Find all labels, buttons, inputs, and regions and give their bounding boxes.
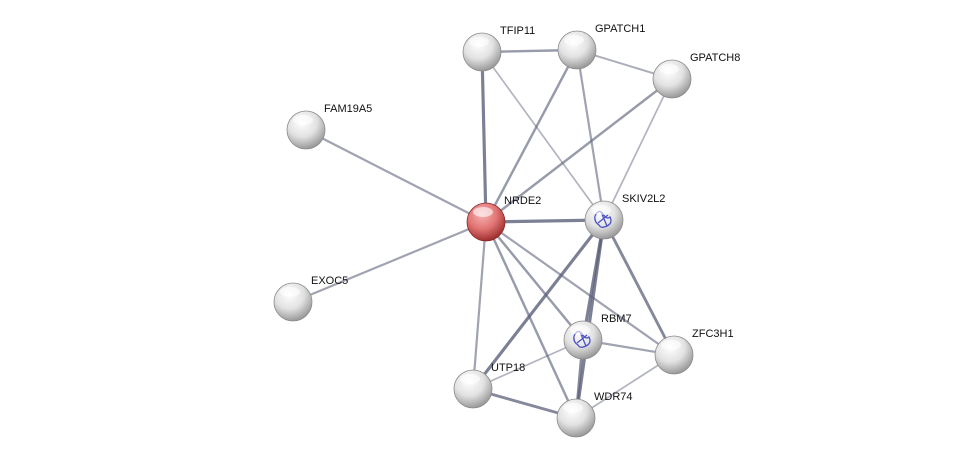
node-highlight <box>293 115 313 125</box>
edge-nrde2-skiv2l2[interactable] <box>485 218 605 224</box>
edge-tfip11-skiv2l2[interactable] <box>481 51 605 221</box>
node-label: NRDE2 <box>504 195 541 207</box>
node-rbm7[interactable]: RBM7 <box>563 313 632 360</box>
edge-gpatch1-nrde2[interactable] <box>484 49 579 223</box>
edge-nrde2-rbm7[interactable] <box>485 221 584 341</box>
node-label: GPATCH8 <box>690 52 740 64</box>
node-fam19a5[interactable]: FAM19A5 <box>286 103 372 150</box>
node-highlight <box>591 205 611 215</box>
edge-gpatch8-nrde2[interactable] <box>485 78 673 223</box>
node-highlight <box>473 207 493 217</box>
node-label: FAM19A5 <box>324 103 372 115</box>
edge-nrde2-wdr74[interactable] <box>484 221 578 419</box>
node-label: EXOC5 <box>311 275 348 287</box>
node-highlight <box>460 374 480 384</box>
edge-rbm7-utp18[interactable] <box>472 339 584 390</box>
edge-skiv2l2-rbm7[interactable] <box>581 219 606 341</box>
node-wdr74[interactable]: WDR74 <box>556 391 633 438</box>
node-exoc5[interactable]: EXOC5 <box>273 275 348 322</box>
node-highlight <box>659 64 679 74</box>
node-gpatch8[interactable]: GPATCH8 <box>652 52 740 99</box>
edge-gpatch1-skiv2l2[interactable] <box>575 49 606 221</box>
node-skiv2l2[interactable]: SKIV2L2 <box>584 193 665 240</box>
node-highlight <box>280 287 300 297</box>
edge-skiv2l2-zfc3h1[interactable] <box>602 219 676 356</box>
node-utp18[interactable]: UTP18 <box>453 362 525 409</box>
node-label: GPATCH1 <box>595 23 645 35</box>
node-label: SKIV2L2 <box>622 193 665 205</box>
node-label: UTP18 <box>491 362 525 374</box>
node-label: RBM7 <box>601 313 632 325</box>
edge-fam19a5-nrde2[interactable] <box>305 129 487 223</box>
edge-tfip11-nrde2[interactable] <box>480 51 488 223</box>
edge-gpatch8-skiv2l2[interactable] <box>603 78 673 221</box>
node-nrde2[interactable]: NRDE2 <box>466 195 541 242</box>
edge-zfc3h1-wdr74[interactable] <box>575 354 675 419</box>
node-label: TFIP11 <box>500 25 535 37</box>
node-gpatch1[interactable]: GPATCH1 <box>557 23 645 70</box>
edge-exoc5-nrde2[interactable] <box>292 220 487 304</box>
node-tfip11[interactable]: TFIP11 <box>462 25 535 72</box>
node-highlight <box>563 403 583 413</box>
node-label: ZFC3H1 <box>692 328 734 340</box>
node-highlight <box>564 35 584 45</box>
node-highlight <box>661 340 681 350</box>
node-highlight <box>469 37 489 47</box>
node-zfc3h1[interactable]: ZFC3H1 <box>654 328 734 375</box>
node-highlight <box>570 325 590 335</box>
edge-nrde2-utp18[interactable] <box>471 221 488 390</box>
edge-nrde2-zfc3h1[interactable] <box>485 221 675 356</box>
edge-skiv2l2-utp18[interactable] <box>471 219 606 390</box>
node-label: WDR74 <box>594 391 633 403</box>
